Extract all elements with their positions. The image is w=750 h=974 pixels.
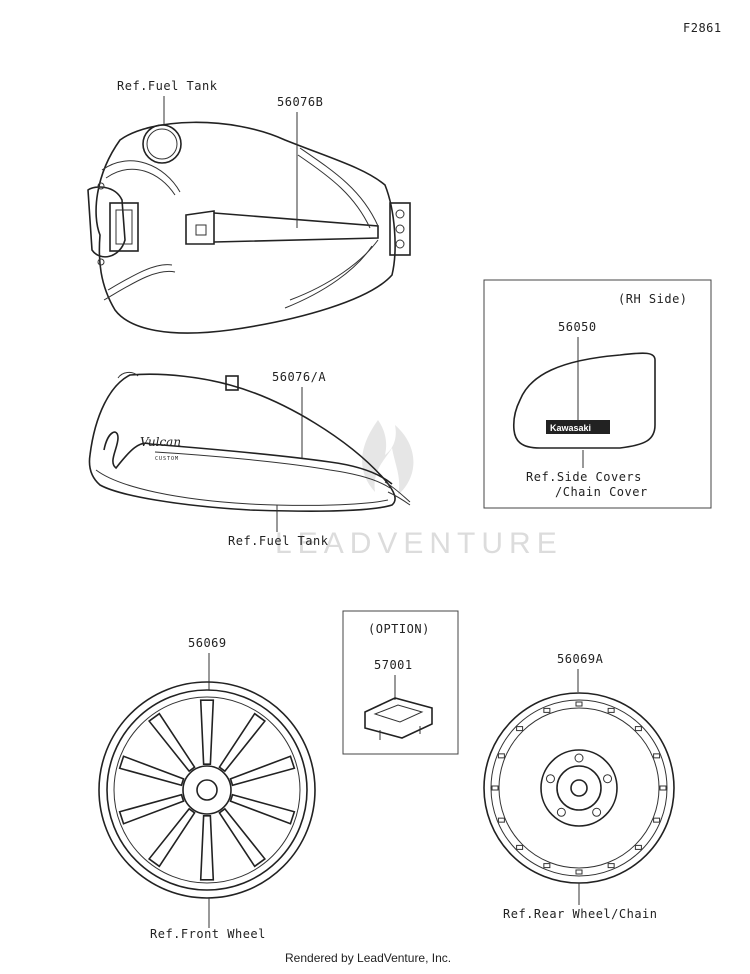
rh-side-title: (RH Side) bbox=[618, 292, 688, 306]
watermark-text: LEADVENTURE bbox=[275, 527, 563, 560]
part-57001-label: 57001 bbox=[374, 658, 413, 672]
rear-wheel-decal-mark bbox=[497, 817, 505, 823]
rear-wheel-decal-mark bbox=[575, 701, 583, 707]
rear-wheel-disc bbox=[540, 749, 618, 827]
front-wheel-spoke bbox=[229, 755, 296, 787]
rear-wheel-decal-mark bbox=[497, 753, 505, 759]
fuel-cap-inner bbox=[146, 128, 178, 160]
tank-pinstripe-56076a bbox=[149, 443, 393, 485]
rear-wheel-decal-mark bbox=[607, 707, 615, 713]
rear-wheel-decal-56069a bbox=[498, 707, 660, 869]
ref-fuel-tank-top-label: Ref.Fuel Tank bbox=[117, 79, 218, 93]
rh-side-box bbox=[483, 279, 712, 509]
front-wheel-spoke bbox=[147, 807, 196, 868]
side-cover: Kawasaki bbox=[512, 352, 656, 449]
rear-wheel-decal-mark bbox=[634, 726, 642, 732]
front-wheel-spokes bbox=[118, 699, 296, 881]
front-wheel-spoke bbox=[118, 793, 185, 825]
fuel-tank-side-view: Vulcan CUSTOM bbox=[88, 371, 411, 512]
rear-wheel-decal-mark bbox=[491, 785, 499, 791]
rear-wheel-hub-hole bbox=[545, 774, 555, 784]
front-wheel bbox=[98, 681, 316, 899]
top-tank-stripe-upper bbox=[101, 160, 181, 193]
front-wheel-decal-56069 bbox=[113, 696, 301, 884]
rear-wheel-hub-hole bbox=[574, 753, 584, 763]
tank-rear-bracket bbox=[389, 202, 411, 256]
rear-wheel-decal-mark bbox=[607, 863, 615, 869]
front-wheel-tire bbox=[98, 681, 316, 899]
rear-wheel-hub-hole bbox=[603, 774, 613, 784]
rear-wheel-tire bbox=[483, 692, 675, 884]
center-console-badge bbox=[185, 210, 215, 245]
option-box bbox=[342, 610, 459, 755]
figure-code: F2861 bbox=[683, 21, 722, 35]
rear-wheel-decal-mark bbox=[575, 869, 583, 875]
tank-sub-logo: CUSTOM bbox=[155, 456, 179, 462]
rear-wheel-rim bbox=[490, 699, 668, 877]
rear-wheel bbox=[483, 692, 675, 884]
part-56076a-label: 56076/A bbox=[272, 370, 326, 384]
tank-front-mount bbox=[87, 186, 126, 258]
rear-wheel-decal-mark bbox=[543, 707, 551, 713]
ref-side-covers-label: Ref.Side Covers bbox=[526, 470, 642, 484]
watermark-flame-icon bbox=[362, 420, 414, 495]
rear-wheel-decal-mark bbox=[543, 863, 551, 869]
rear-wheel-decal-mark bbox=[516, 844, 524, 850]
rear-wheel-decal-mark bbox=[653, 817, 661, 823]
top-tank-stripe-lower-inner bbox=[107, 264, 173, 291]
top-tank-stripe-upper-inner bbox=[105, 168, 176, 196]
front-wheel-axle bbox=[196, 779, 218, 801]
side-tank-outline bbox=[88, 373, 396, 512]
rear-wheel-decal-mark bbox=[516, 726, 524, 732]
tank-filler-neck bbox=[225, 375, 239, 391]
part-56069a-label: 56069A bbox=[557, 652, 604, 666]
front-wheel-spoke bbox=[199, 699, 215, 766]
ref-fuel-tank-bottom-label: Ref.Fuel Tank bbox=[228, 534, 329, 548]
ref-rear-wheel-label: Ref.Rear Wheel/Chain bbox=[503, 907, 658, 921]
rear-wheel-decal-mark bbox=[659, 785, 667, 791]
rear-wheel-hub bbox=[556, 765, 602, 811]
ref-chain-cover-label: /Chain Cover bbox=[555, 485, 648, 499]
front-wheel-spoke bbox=[147, 712, 196, 773]
rear-wheel-hub-hole bbox=[592, 807, 602, 817]
top-tank-stripe-lower bbox=[103, 270, 176, 301]
rear-wheel-hub-hole bbox=[556, 807, 566, 817]
tank-gauge-slot bbox=[109, 202, 139, 252]
fuel-cap-icon bbox=[142, 124, 182, 164]
side-cover-outline bbox=[512, 352, 656, 449]
option-title: (OPTION) bbox=[368, 622, 430, 636]
front-wheel-spoke bbox=[229, 793, 296, 825]
front-wheel-spoke bbox=[199, 814, 215, 881]
rear-wheel-decal-mark bbox=[634, 844, 642, 850]
fuel-tank-top-view bbox=[87, 121, 411, 334]
rear-wheel-hub-holes bbox=[545, 753, 613, 817]
part-56076b-label: 56076B bbox=[277, 95, 323, 109]
center-strip-56076b bbox=[213, 212, 379, 243]
rear-wheel-decal-mark bbox=[653, 753, 661, 759]
watermark: LEADVENTURE bbox=[275, 420, 563, 560]
front-wheel-spoke bbox=[218, 712, 267, 773]
front-wheel-spoke bbox=[118, 755, 185, 787]
top-tank-outline bbox=[95, 121, 396, 334]
front-wheel-hub bbox=[182, 765, 232, 815]
part-56069-label: 56069 bbox=[188, 636, 227, 650]
footer-credit: Rendered by LeadVenture, Inc. bbox=[285, 951, 451, 965]
rear-wheel-axle bbox=[570, 779, 588, 797]
kawasaki-decal-56050 bbox=[546, 420, 610, 434]
front-wheel-rim bbox=[106, 689, 308, 891]
vulcan-v-logo bbox=[103, 431, 151, 470]
front-wheel-spoke bbox=[218, 807, 267, 868]
tool-outline bbox=[364, 697, 433, 739]
kawasaki-decal-text: Kawasaki bbox=[550, 423, 591, 433]
tool-57001 bbox=[364, 697, 433, 740]
ref-front-wheel-label: Ref.Front Wheel bbox=[150, 927, 266, 941]
part-56050-label: 56050 bbox=[558, 320, 597, 334]
rear-wheel-decal-marks bbox=[491, 701, 667, 875]
tank-script-logo: Vulcan bbox=[140, 435, 181, 449]
